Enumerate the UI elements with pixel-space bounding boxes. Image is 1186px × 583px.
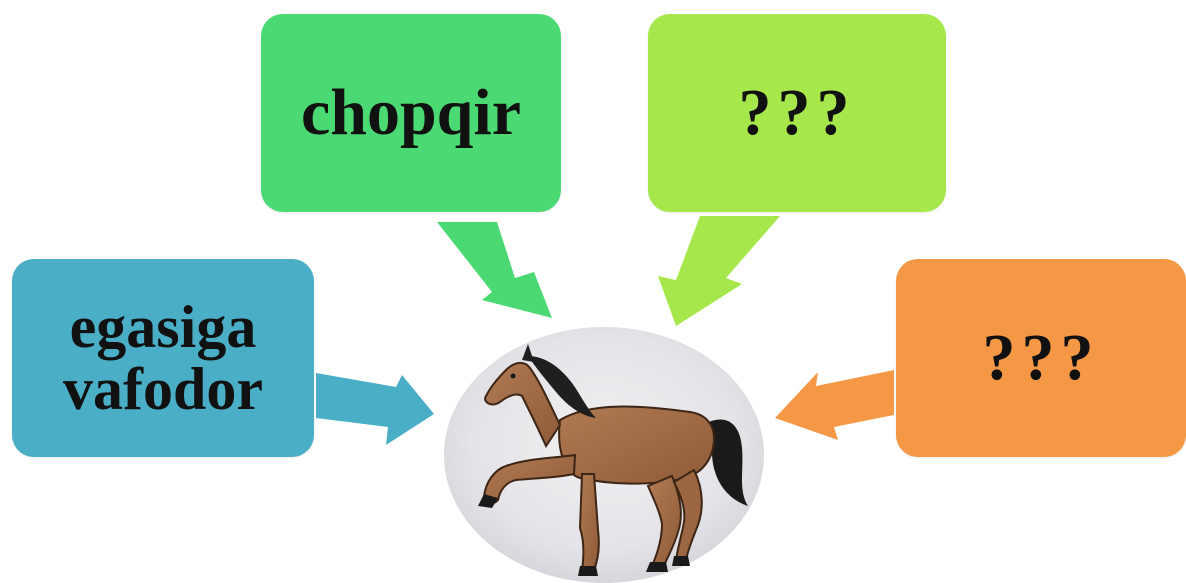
arrow-right [775, 370, 894, 440]
trait-box-top-right-label: ??? [738, 76, 856, 149]
arrow-left [316, 373, 434, 445]
trait-box-left: egasiga vafodor [12, 259, 314, 457]
arrow-top-right [658, 216, 780, 326]
arrow-top-left [437, 222, 552, 318]
trait-box-top-left-label: chopqir [300, 76, 522, 149]
trait-box-top-left: chopqir [261, 14, 561, 212]
horse-icon [478, 344, 748, 576]
trait-box-top-right: ??? [648, 14, 946, 212]
trait-box-left-label: egasiga vafodor [63, 294, 263, 422]
trait-box-right: ??? [896, 259, 1186, 457]
trait-box-right-label: ??? [982, 321, 1100, 394]
